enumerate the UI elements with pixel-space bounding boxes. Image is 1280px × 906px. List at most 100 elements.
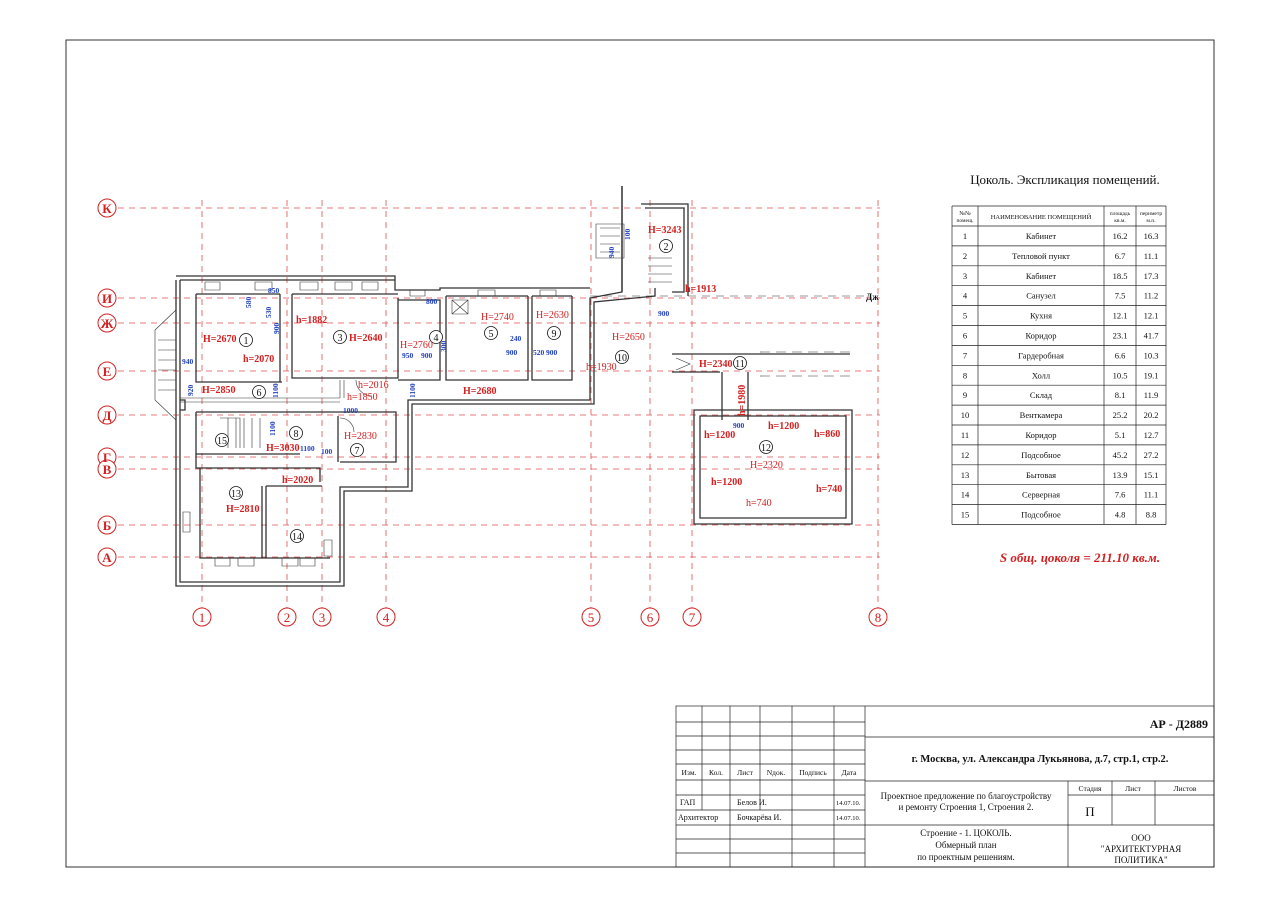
dim-1100b: 1100: [268, 421, 277, 436]
schedule-row-name: Кухня: [1030, 311, 1052, 321]
col-list: Лист: [737, 768, 753, 777]
schedule-row-num: 10: [961, 410, 970, 420]
name-arch: Бочкарёва И.: [737, 813, 781, 822]
schedule-row-area: 4.8: [1115, 510, 1126, 520]
room-12-number: 12: [761, 443, 771, 454]
schedule-row-perimeter: 16.3: [1144, 231, 1159, 241]
schedule-row-num: 3: [963, 271, 967, 281]
schedule-row-num: 4: [963, 291, 968, 301]
schedule-row-num: 13: [961, 470, 970, 480]
height-r9: H=2630: [536, 310, 569, 321]
dim-1100d: 1100: [408, 383, 417, 398]
height-r11h: h=1980: [737, 385, 748, 416]
schedule-row-num: 12: [961, 450, 970, 460]
height-r11: H=2340: [699, 359, 732, 370]
dim-100b: 100: [623, 229, 632, 241]
header-name: НАИМЕНОВАНИЕ ПОМЕЩЕНИЙ: [991, 213, 1092, 221]
dim-520: 520: [533, 348, 545, 357]
schedule-row-area: 45.2: [1113, 450, 1128, 460]
height-r3h: h=1882: [296, 315, 327, 326]
axis-3: 3: [319, 610, 326, 625]
address: г. Москва, ул. Александра Лукьянова, д.7…: [912, 754, 1169, 765]
room-schedule: Цоколь. Экспликация помещений. №№помещ.Н…: [951, 172, 1167, 565]
height-r12d: h=1200: [711, 477, 742, 488]
dim-1000: 1000: [343, 406, 358, 415]
axis-8: 8: [875, 610, 882, 625]
schedule-row-perimeter: 15.1: [1144, 470, 1159, 480]
dim-100a: 100: [321, 447, 333, 456]
height-r6h2: h=2016: [358, 380, 389, 391]
axis-6: 6: [647, 610, 654, 625]
schedule-row-perimeter: 17.3: [1144, 271, 1159, 281]
axis-i: И: [102, 291, 112, 306]
room-14-number: 14: [292, 532, 302, 543]
schedule-row-area: 10.5: [1113, 370, 1128, 380]
header-num-1: №№: [959, 211, 971, 217]
height-r1h: h=2070: [243, 354, 274, 365]
axis-number-bubbles: 1 2 3 4 5 6 7 8: [192, 607, 888, 627]
schedule-row-num: 8: [963, 370, 967, 380]
axis-k: К: [102, 201, 112, 216]
room-7-number: 7: [355, 446, 360, 457]
stage-header: Стадия: [1079, 784, 1102, 793]
dim-900b: 900: [421, 351, 433, 360]
axis-v: В: [103, 462, 112, 477]
height-r12e: h=740: [816, 484, 842, 495]
room-8-number: 8: [294, 429, 299, 440]
height-r2: H=3243: [648, 225, 681, 236]
height-r13: H=2810: [226, 504, 259, 515]
dim-530: 530: [264, 307, 273, 319]
room-3-number: 3: [338, 333, 343, 344]
org-line-2: "АРХИТЕКТУРНАЯ: [1101, 844, 1181, 854]
height-r1: H=2670: [203, 334, 236, 345]
org-line-1: ООО: [1131, 833, 1151, 843]
axis-zh: Ж: [101, 316, 114, 331]
col-izm: Изм.: [682, 768, 697, 777]
dim-900f: 900: [733, 421, 745, 430]
room-9-number: 9: [552, 329, 557, 340]
role-arch: Архитектор: [678, 813, 718, 822]
room-numbers: 1 2 3 4 5 6 7 8 9 10 11 12 13 14 15: [215, 239, 773, 543]
schedule-row-name: Тепловой пункт: [1012, 251, 1070, 261]
schedule-row-area: 16.2: [1113, 231, 1128, 241]
schedule-row-area: 18.5: [1113, 271, 1128, 281]
header-perim-1: периметр: [1140, 211, 1162, 217]
axis-4: 4: [383, 610, 390, 625]
label-dzh: Дж: [866, 292, 879, 302]
schedule-row-area: 6.7: [1115, 251, 1126, 261]
schedule-row-name: Коридор: [1025, 430, 1056, 440]
header-num-2: помещ.: [956, 218, 974, 224]
height-r10: H=2650: [612, 332, 645, 343]
room-5-number: 5: [489, 329, 494, 340]
schedule-row-perimeter: 8.8: [1146, 510, 1157, 520]
dim-1100c: 1100: [300, 444, 315, 453]
dim-920: 920: [186, 385, 195, 397]
header-perim-2: м.п.: [1146, 218, 1156, 224]
project-line-1: Проектное предложение по благоустройству: [881, 791, 1052, 801]
schedule-row-perimeter: 19.1: [1144, 370, 1159, 380]
role-gap: ГАП: [680, 798, 696, 807]
sheet-header: Лист: [1125, 784, 1141, 793]
dim-1100a: 1100: [271, 383, 280, 398]
height-labels: H=2670 h=2070 H=3243 h=1913 H=2640 h=188…: [202, 225, 842, 515]
date-gap: 14.07.10.: [836, 800, 861, 807]
dim-900d: 900: [546, 348, 558, 357]
dim-300: 300: [439, 341, 448, 353]
schedule-row-num: 14: [961, 490, 970, 500]
schedule-row-perimeter: 11.1: [1144, 251, 1159, 261]
axis-e: Е: [103, 364, 112, 379]
project-line-2: и ремонту Строения 1, Строения 2.: [899, 802, 1034, 812]
schedule-row-perimeter: 11.9: [1144, 390, 1159, 400]
schedule-row-perimeter: 11.2: [1144, 291, 1159, 301]
dim-800: 800: [426, 297, 438, 306]
schedule-row-perimeter: 10.3: [1144, 350, 1159, 360]
axis-1: 1: [199, 610, 206, 625]
height-r13h: h=2020: [282, 475, 313, 486]
schedule-row-name: Санузел: [1026, 291, 1056, 301]
axis-a: А: [102, 550, 112, 565]
height-r12b: h=1200: [768, 421, 799, 432]
height-r5: H=2740: [481, 312, 514, 323]
schedule-row-area: 7.6: [1115, 490, 1126, 500]
sheet-frame: [65, 39, 1215, 868]
